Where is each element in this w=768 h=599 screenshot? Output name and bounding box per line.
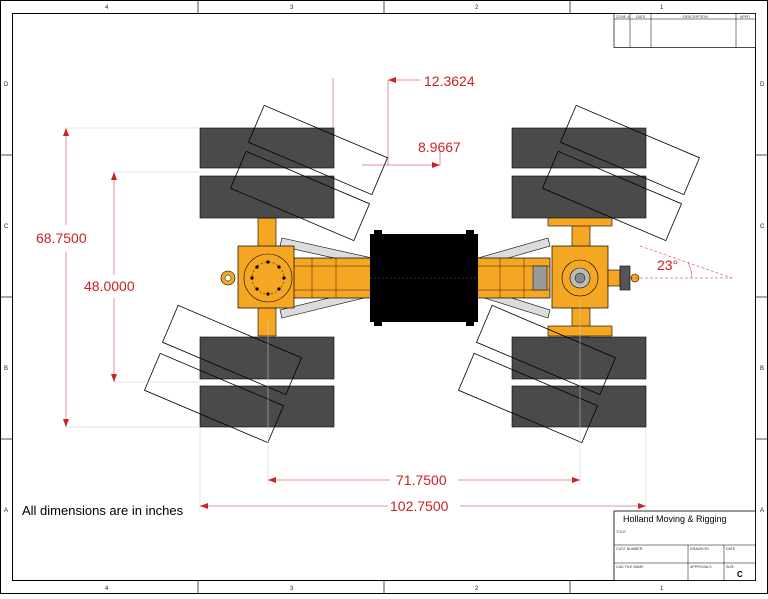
approvals-label: APPROVALS: [690, 565, 712, 569]
zone-bottom-1: 1: [660, 586, 664, 592]
size-value: C: [737, 570, 743, 579]
zone-bottom-3: 3: [290, 586, 294, 592]
dimension-offset-12-3624: 12.3624: [424, 73, 475, 89]
zone-left-d: D: [4, 82, 9, 88]
zone-top-1: 1: [660, 5, 664, 11]
zone-right-d: D: [760, 82, 765, 88]
size-label: SIZE: [726, 565, 735, 569]
zone-top-3: 3: [290, 5, 294, 11]
dimension-lines: [65, 78, 733, 512]
zone-left-c: C: [4, 224, 9, 230]
zone-bottom-4: 4: [105, 586, 109, 592]
zone-top-4: 4: [105, 5, 109, 11]
dimension-offset-8-9667: 8.9667: [418, 139, 461, 155]
rev-header-description: DESCRIPTION: [683, 15, 708, 19]
title-label: TITLE: [616, 530, 626, 534]
dimension-steer-angle: 23°: [657, 257, 678, 273]
cust-number-label: CUST NUMBER: [616, 547, 643, 551]
inner-border: [12, 13, 756, 581]
dimension-overall-width: 68.7500: [36, 230, 87, 246]
rev-header-appd: APPD: [740, 15, 750, 19]
dimension-wheelbase: 71.7500: [396, 472, 447, 488]
drawn-by-label: DRAWN BY: [690, 547, 710, 551]
zone-right-c: C: [760, 224, 765, 230]
company-name: Holland Moving & Rigging: [623, 514, 727, 524]
dimension-track-width: 48.0000: [84, 278, 135, 294]
rigging-dolly: [143, 104, 701, 444]
tires-straight: [199, 127, 647, 428]
date-label: DATE: [726, 547, 736, 551]
zone-right-b: B: [760, 366, 764, 372]
zone-top-2: 2: [475, 5, 479, 11]
dimension-arrows: [63, 77, 646, 509]
zone-right-a: A: [760, 508, 764, 514]
tires-steered: [143, 104, 701, 444]
cad-file-label: CAD FILE NAME: [616, 565, 644, 569]
zone-bottom-2: 2: [475, 586, 479, 592]
hitch-coupler: [607, 269, 621, 287]
revision-block: ZONE ④ DATE DESCRIPTION APPD: [613, 13, 756, 48]
zone-left-a: A: [4, 508, 8, 514]
dimension-overall-length: 102.7500: [390, 498, 449, 514]
title-block: TITLE CUST NUMBER DRAWN BY DATE CAD FILE…: [613, 510, 756, 581]
rev-header-date: DATE: [636, 15, 646, 19]
units-note: All dimensions are in inches: [22, 503, 184, 518]
rev-header-zone: ZONE ④: [616, 15, 631, 19]
zone-left-b: B: [4, 366, 8, 372]
